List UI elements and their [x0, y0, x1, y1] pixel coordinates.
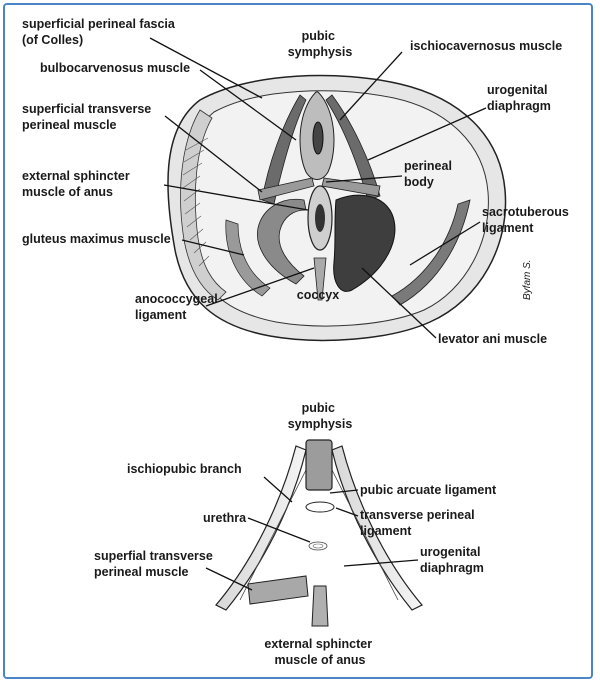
label-bulbocarvenosus: bulbocarvenosus muscle [40, 61, 190, 75]
label-superficial-perineal-fascia: superficial perineal fascia (of Colles) [22, 17, 178, 47]
label-pubic-symphysis-top: pubic symphysis [288, 29, 353, 59]
label-urogenital-diaphragm-top: urogenital diaphragm [487, 83, 551, 113]
bottom-leader-lines [205, 476, 419, 591]
label-transverse-perineal: transverse perineal ligament [360, 508, 478, 538]
urethra-lumen [312, 543, 324, 549]
hatching [182, 137, 210, 267]
label-coccyx: coccyx [297, 288, 339, 302]
label-perineal-body: perineal body [404, 159, 455, 189]
top-leader-lines [149, 37, 487, 339]
label-ischiocavernosus: ischiocavernosus muscle [410, 39, 562, 53]
transverse-muscle-r [321, 177, 381, 197]
urogenital-diaphragm-drawing [215, 439, 423, 627]
perineum-drawing [167, 74, 507, 342]
label-sacrotuberous: sacrotuberous ligament [482, 205, 572, 235]
label-pubic-symphysis-bottom: pubic symphysis [288, 401, 353, 431]
label-urogenital-diaphragm-bottom: urogenital diaphragm [420, 545, 484, 575]
transverse-muscle [257, 177, 315, 201]
artist-signature: Byfam S. [522, 259, 533, 300]
external-sphincter-stub [311, 585, 329, 627]
levator-ani-shape [333, 194, 396, 292]
arcuate-ligament [305, 501, 335, 513]
label-urethra: urethra [203, 511, 247, 525]
label-superficial-transverse: superficial transverse perineal muscle [22, 102, 155, 132]
urogenital-opening [312, 121, 324, 155]
label-anococcygeal: anococcygeal ligament [135, 292, 221, 322]
label-gluteus-maximus: gluteus maximus muscle [22, 232, 171, 246]
label-superfial-transverse: superfial transverse perineal muscle [94, 549, 216, 579]
urethra-shape [308, 541, 328, 551]
bottom-labels: pubic symphysis ischiopubic branch pubic… [94, 401, 497, 667]
top-labels: superficial perineal fascia (of Colles) … [22, 17, 572, 346]
levator-ani-left [256, 198, 307, 285]
anus [315, 204, 325, 232]
ischiopubic-branch-left [215, 445, 307, 611]
label-pubic-arcuate: pubic arcuate ligament [360, 483, 497, 497]
ischiopubic-branch-right [331, 445, 423, 611]
coccyx-shape [313, 257, 327, 301]
label-external-sphincter-top: external sphincter muscle of anus [22, 169, 133, 199]
label-levator-ani: levator ani muscle [438, 332, 547, 346]
gluteus-shade [225, 219, 271, 297]
superficial-transverse-bar [247, 575, 309, 605]
pubic-symphysis-block [305, 439, 333, 491]
label-ischiopubic-branch: ischiopubic branch [127, 462, 242, 476]
label-external-sphincter-bottom: external sphincter muscle of anus [264, 637, 375, 667]
